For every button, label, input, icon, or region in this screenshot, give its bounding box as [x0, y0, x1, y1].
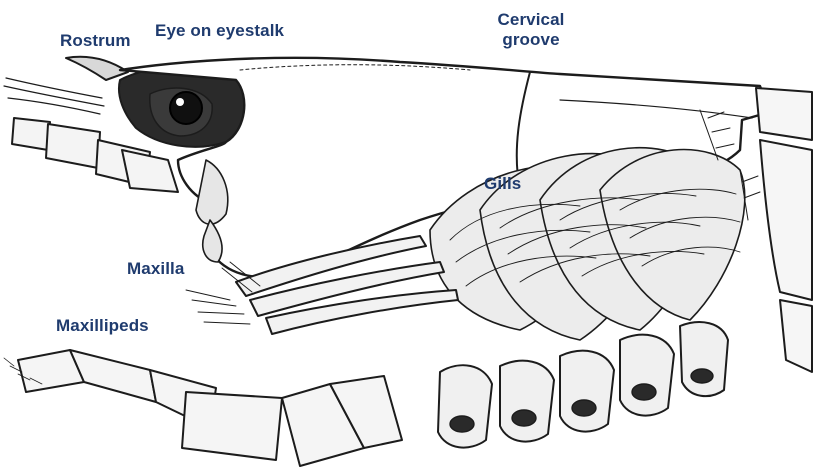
leg-bases	[438, 322, 728, 447]
cervical-groove-label-line2: groove	[476, 30, 586, 50]
eye-on-eyestalk-label: Eye on eyestalk	[155, 21, 284, 41]
rostrum-label: Rostrum	[60, 31, 131, 51]
maxillipeds-label: Maxillipeds	[56, 316, 149, 336]
maxilliped-limbs	[18, 350, 402, 466]
abdominal-segments	[756, 88, 812, 372]
gills-label: Gills	[484, 174, 521, 194]
antennae	[4, 78, 104, 114]
maxilla-label: Maxilla	[127, 259, 184, 279]
rostrum	[66, 57, 128, 80]
cervical-groove-label: Cervical groove	[476, 10, 586, 50]
cervical-groove-label-line1: Cervical	[476, 10, 586, 30]
